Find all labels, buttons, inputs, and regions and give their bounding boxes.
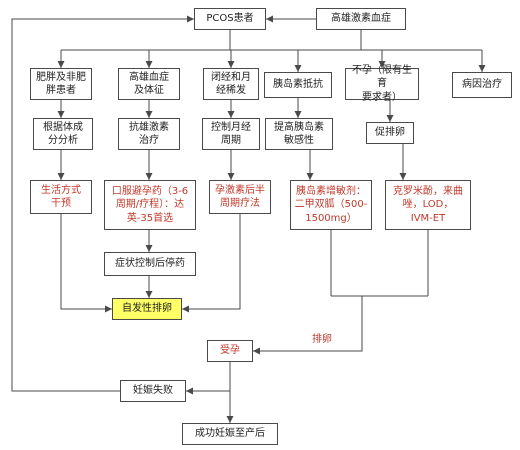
node-successful-pregnancy: 成功妊娠至产后 [182,423,278,445]
node-spontaneous-ovulation: 自发性排卵 [112,298,182,320]
node-amenorrhea-oligomenorrhea: 闭经和月 经稀发 [203,68,259,100]
edge-ovulate-to-pregnant [253,296,363,355]
edge-label-ovulate: 排卵 [312,334,332,345]
node-stop-medication: 症状控制后停药 [104,252,196,276]
edge-progestin-to-spontaneous [182,214,241,313]
node-conception: 受孕 [207,340,253,362]
node-antiandrogen-therapy: 抗雄激素 治疗 [118,118,180,150]
node-insulin-resistance: 胰岛素抵抗 [264,72,332,98]
node-obese-and-nonobese: 肥胖及非肥 胖患者 [30,68,92,100]
node-improve-insulin-sensitivity: 提高胰岛素 敏感性 [265,118,333,150]
node-pregnancy-failure: 妊娠失败 [120,380,186,402]
node-progestin-therapy: 孕激素后半 周期疗法 [209,180,271,214]
node-body-composition-analysis: 根据体成 分分析 [33,118,93,150]
node-metformin: 胰岛素增敏剂： 二甲双胍（500- 1500mg） [290,180,372,230]
node-hyperandrogenemia: 高雄激素血症 [316,8,406,30]
node-infertility: 不孕（限有生育 要求者） [345,65,419,103]
node-hyperandrogenism-signs: 高雄血症 及体征 [118,68,180,100]
node-oral-contraceptives: 口服避孕药（3-6 周期/疗程）：达 英-35首选 [104,180,196,230]
edge-pregnant-to-fail [186,362,231,395]
node-ovulation-induction: 促排卵 [366,122,414,144]
edge-lifestyle-to-spontaneous [60,214,112,313]
node-pcos-patient: PCOS患者 [194,8,266,30]
node-control-menstrual-cycle: 控制月经 周期 [202,118,260,150]
node-lifestyle-intervention: 生活方式 干预 [30,180,92,214]
node-clomiphene-letrozole: 克罗米酚，来曲 唑，LOD， IVM-ET [385,180,471,230]
node-etiology-treatment: 病因治疗 [452,72,512,98]
edge-fail-loop-to-pcos [11,15,194,392]
